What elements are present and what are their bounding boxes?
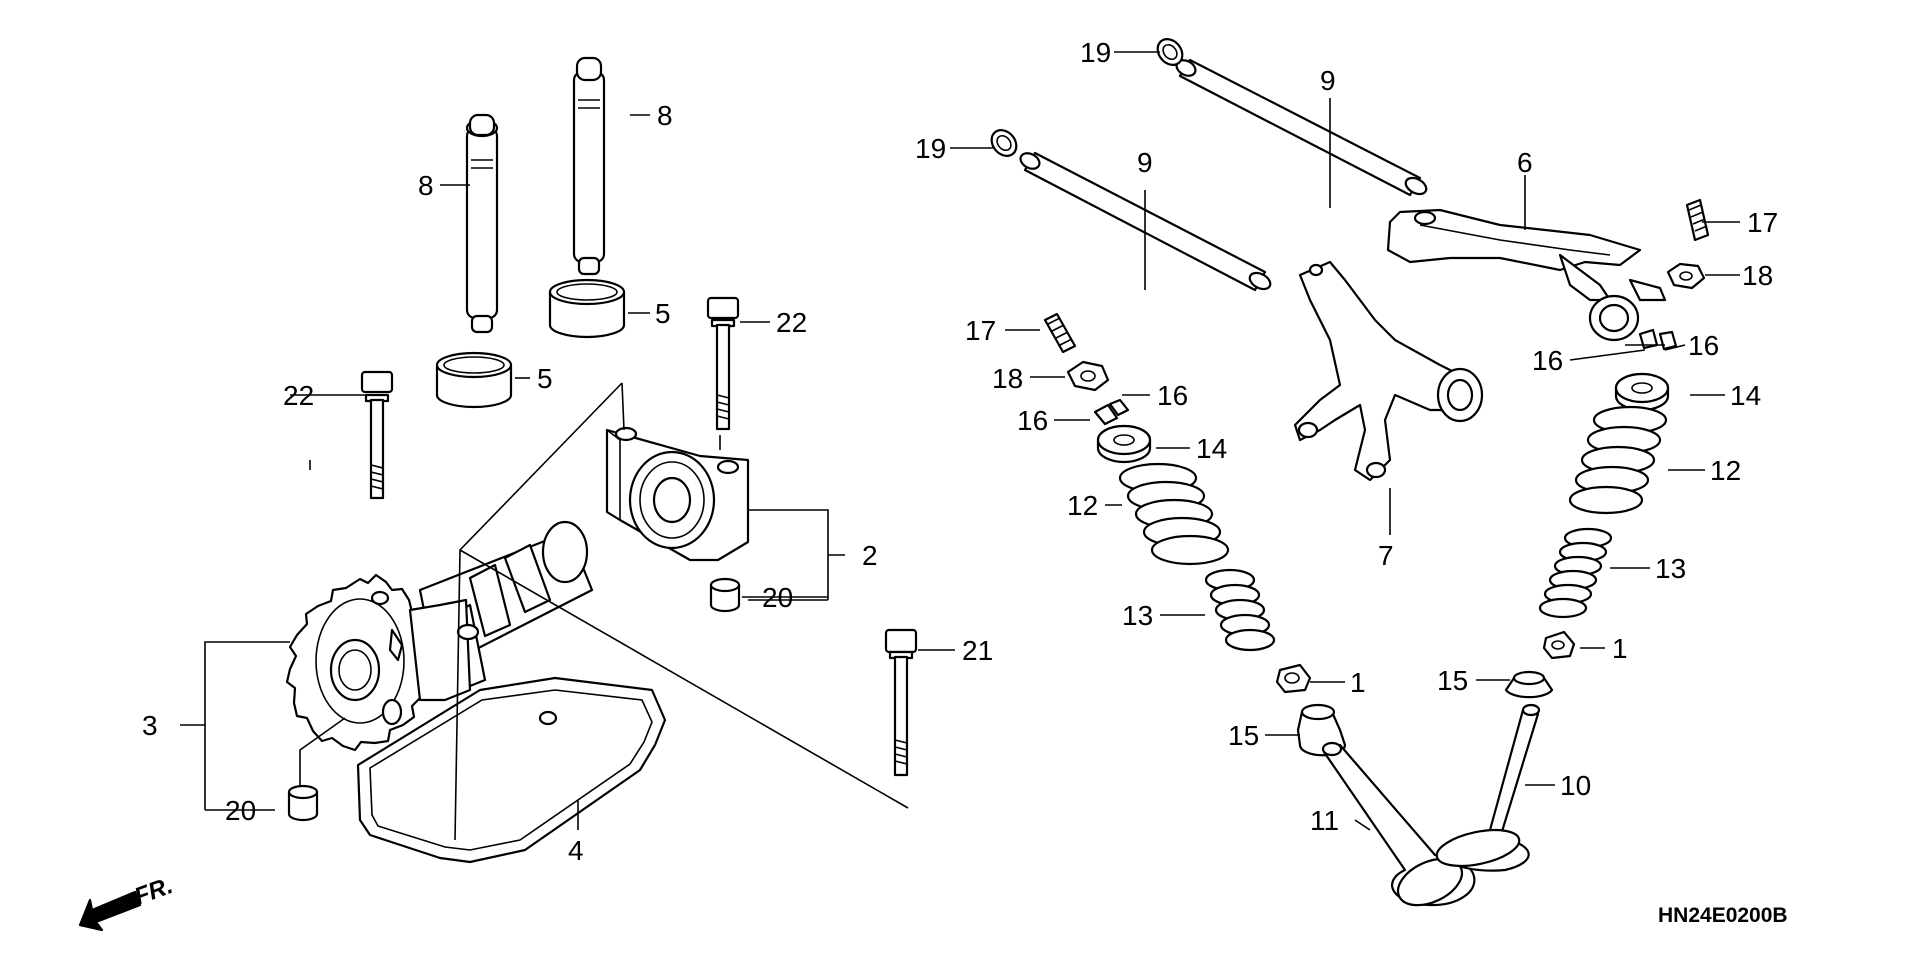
- bolt-22-right: [706, 296, 740, 431]
- stem-seal-right: [1542, 630, 1576, 660]
- callout-numbers: 19 9 19 9 6 17 18 16 16 14 12 13 1 15 10…: [142, 37, 1778, 866]
- diagram-code: HN24E0200B: [1658, 904, 1788, 927]
- callout-13-left: 13: [1122, 600, 1153, 631]
- callout-14-right: 14: [1730, 380, 1761, 411]
- inner-spring-right: [1538, 527, 1613, 619]
- push-rod-right: [572, 56, 606, 276]
- callout-8-right: 8: [657, 100, 673, 131]
- bolt-22-left: [360, 370, 394, 500]
- cam-gear: [285, 573, 480, 752]
- callout-1-right: 1: [1612, 633, 1628, 664]
- tappet-lower: [435, 351, 513, 409]
- callout-9-upper: 9: [1320, 65, 1336, 96]
- cover-gasket: [356, 676, 667, 864]
- callout-17-left: 17: [965, 315, 996, 346]
- callout-12-left: 12: [1067, 490, 1098, 521]
- outer-spring-left: [1118, 462, 1230, 566]
- adjust-screw-right: [1685, 198, 1710, 242]
- exhaust-valve: [1321, 741, 1476, 907]
- callout-6: 6: [1517, 147, 1533, 178]
- tappet-upper: [548, 278, 626, 339]
- adjust-screw-left: [1043, 312, 1077, 354]
- camshaft-holder: [605, 426, 750, 562]
- assembly-outline: [454, 382, 909, 841]
- callout-16-left-a: 16: [1157, 380, 1188, 411]
- adjust-nut-left: [1066, 360, 1110, 392]
- push-rod-left: [465, 113, 499, 334]
- rocker-arm-7: [1293, 260, 1484, 482]
- callout-10: 10: [1560, 770, 1591, 801]
- adjust-nut-right: [1666, 262, 1706, 290]
- callout-14-left: 14: [1196, 433, 1227, 464]
- intake-valve: [1435, 703, 1541, 872]
- spring-retainer-right: [1614, 372, 1670, 412]
- callout-9-lower: 9: [1137, 147, 1153, 178]
- callout-3: 3: [142, 710, 158, 741]
- rocker-arm-6: [1386, 208, 1667, 342]
- callout-16-left-b: 16: [1017, 405, 1048, 436]
- leader-lines: [180, 51, 1740, 831]
- collet-left-b: [1108, 398, 1130, 417]
- callout-16-right-a: 16: [1688, 330, 1719, 361]
- callout-12-right: 12: [1710, 455, 1741, 486]
- callout-1-left: 1: [1350, 667, 1366, 698]
- outer-spring-right: [1568, 405, 1668, 515]
- callout-19-lower: 19: [915, 133, 946, 164]
- callout-18-right: 18: [1742, 260, 1773, 291]
- long-push-rod-upper: [1175, 58, 1428, 197]
- stem-seal-left: [1275, 663, 1312, 694]
- spring-seat-right: [1504, 670, 1554, 699]
- callout-15-left: 15: [1228, 720, 1259, 751]
- callout-8-left: 8: [418, 170, 434, 201]
- o-ring-upper: [1156, 38, 1184, 66]
- collet-right-b: [1658, 330, 1678, 351]
- callout-17-right: 17: [1747, 207, 1778, 238]
- callout-5-upper: 5: [655, 298, 671, 329]
- front-direction-label: FR.: [131, 872, 177, 911]
- callout-15-right: 15: [1437, 665, 1468, 696]
- callout-2: 2: [862, 540, 878, 571]
- callout-20-lower: 20: [225, 795, 256, 826]
- callout-7: 7: [1378, 540, 1394, 571]
- dowel-pin-lower: [287, 784, 319, 822]
- callout-16-right-b: 16: [1532, 345, 1563, 376]
- callout-22-left: 22: [283, 380, 314, 411]
- collet-left-a: [1093, 403, 1119, 426]
- spring-retainer-left: [1096, 424, 1152, 464]
- dowel-pin-upper: [709, 577, 741, 613]
- callout-5-lower: 5: [537, 363, 553, 394]
- callout-20-upper: 20: [762, 582, 793, 613]
- callout-21: 21: [962, 635, 993, 666]
- front-arrow-icon: FR.: [78, 872, 177, 932]
- callout-4: 4: [568, 835, 584, 866]
- callout-18-left: 18: [992, 363, 1023, 394]
- inner-spring-left: [1204, 568, 1276, 652]
- callout-19-upper: 19: [1080, 37, 1111, 68]
- callout-22-right: 22: [776, 307, 807, 338]
- callout-13-right: 13: [1655, 553, 1686, 584]
- o-ring-lower: [990, 129, 1018, 157]
- bolt-21: [884, 628, 918, 777]
- callout-11: 11: [1310, 805, 1339, 836]
